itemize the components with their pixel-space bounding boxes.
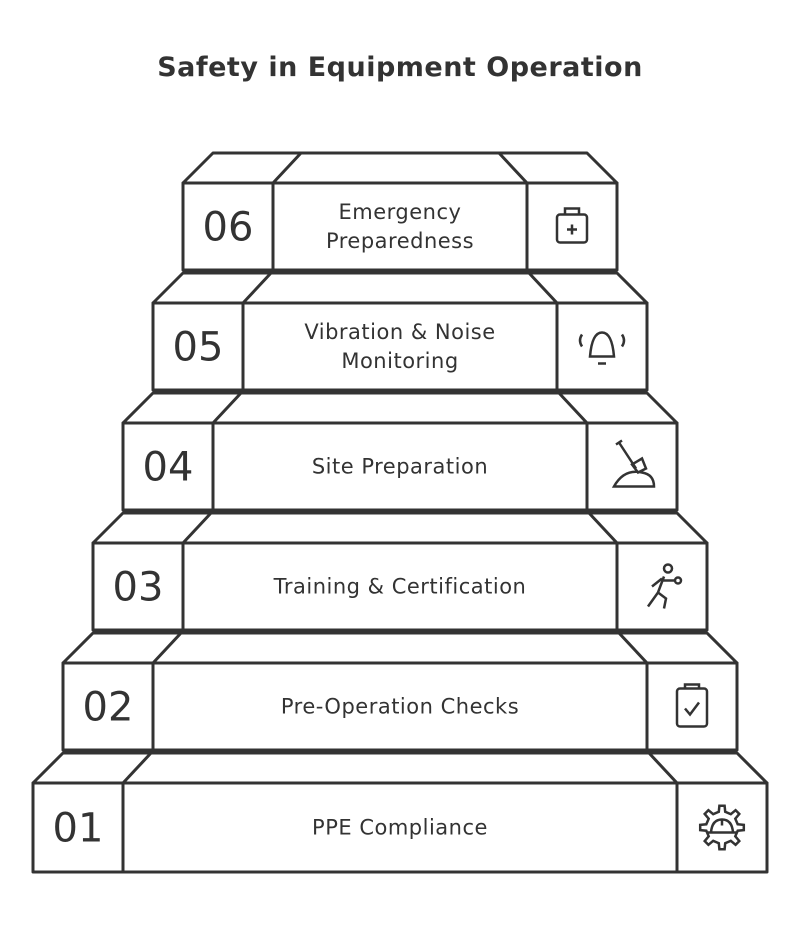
step-label: Training & Certification <box>273 575 527 599</box>
step-02: 02 Pre-Operation Checks <box>61 631 739 752</box>
step-front-face <box>61 661 739 752</box>
step-front-face <box>181 181 619 272</box>
step-number: 05 <box>173 325 224 371</box>
step-number: 02 <box>83 685 134 731</box>
first-aid-kit-icon <box>555 207 589 244</box>
clipboard-check-icon <box>675 683 709 728</box>
step-top-face <box>121 391 679 425</box>
step-number: 03 <box>113 565 164 611</box>
step-top-face <box>181 151 619 185</box>
top-divider <box>497 151 529 185</box>
step-label: Vibration & Noise <box>304 320 495 344</box>
step-04: 04 Site Preparation <box>121 391 679 512</box>
top-divider <box>211 391 243 425</box>
step-label: PPE Compliance <box>312 816 488 840</box>
top-divider <box>647 751 679 785</box>
step-front-face <box>91 541 709 632</box>
alarm-bell-icon <box>578 331 626 365</box>
step-01: 01 PPE Compliance <box>31 751 769 874</box>
top-divider <box>557 391 589 425</box>
step-number: 01 <box>53 806 104 852</box>
top-divider <box>121 751 153 785</box>
step-label: Monitoring <box>341 349 458 373</box>
top-divider <box>241 271 273 305</box>
step-label: Site Preparation <box>312 455 488 479</box>
shovel-icon <box>611 439 656 488</box>
person-training-icon <box>646 563 683 609</box>
step-front-face <box>31 781 769 874</box>
step-top-face <box>151 271 649 305</box>
top-divider <box>587 511 619 545</box>
step-number: 06 <box>203 205 254 251</box>
step-top-face <box>91 511 709 545</box>
top-divider <box>271 151 303 185</box>
step-top-face <box>61 631 739 665</box>
step-label: Emergency <box>339 200 462 224</box>
step-number: 04 <box>143 445 194 491</box>
top-divider <box>527 271 559 305</box>
step-front-face <box>121 421 679 512</box>
top-divider <box>151 631 183 665</box>
top-divider <box>181 511 213 545</box>
step-top-face <box>31 751 769 785</box>
diagram-title: Safety in Equipment Operation <box>157 52 643 83</box>
top-divider <box>617 631 649 665</box>
step-label: Preparedness <box>326 229 474 253</box>
step-03: 03 Training & Certification <box>91 511 709 632</box>
step-front-face <box>151 301 649 392</box>
gear-helmet-icon <box>698 804 746 851</box>
step-label: Pre-Operation Checks <box>281 695 519 719</box>
